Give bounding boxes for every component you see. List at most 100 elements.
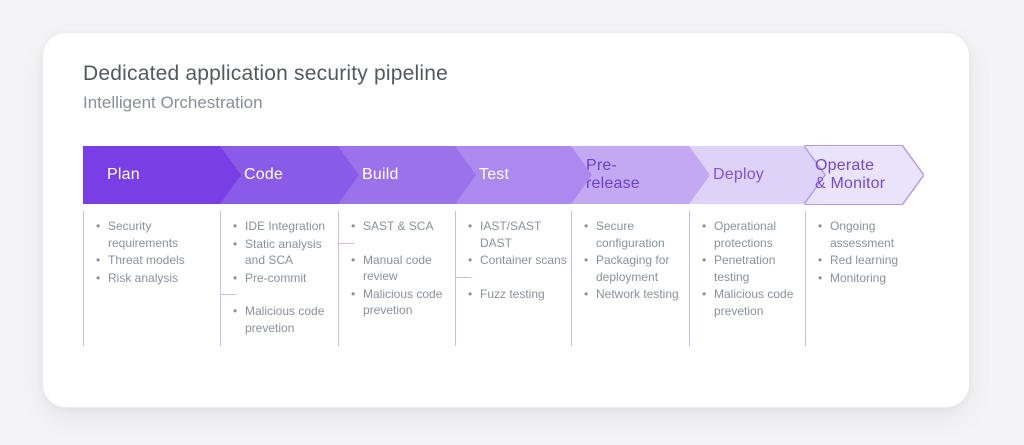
card-content: Dedicated application security pipeline … xyxy=(43,33,969,346)
list-item-label: Security requirements xyxy=(108,219,179,250)
list-item-label: Ongoing assessment xyxy=(830,219,895,250)
list-item: • Manual code review xyxy=(351,252,451,285)
stage-label-plan: Plan xyxy=(107,166,140,184)
list-item-label: Manual code review xyxy=(363,252,432,284)
list-item-label: Secure configuration xyxy=(596,219,665,250)
bullet-dot: • xyxy=(351,252,356,267)
stage-items-column-build: • SAST & SCA • Manual code review • Malicious… xyxy=(338,211,455,346)
list-item: • Network testing xyxy=(584,286,685,303)
list-item-label: Malicious code prevetion xyxy=(363,286,443,318)
stage-items-column-plan: • Security requirements • Threat models •Ris… xyxy=(83,211,220,346)
bullet-dot: • xyxy=(584,219,589,233)
list-item-label: Container scans xyxy=(480,253,567,267)
list-item: • Threat models xyxy=(96,252,216,269)
page-title: Dedicated application security pipeline xyxy=(83,62,449,85)
bullet-dot: • xyxy=(818,253,823,267)
list-item-label: Penetration testing xyxy=(714,253,776,284)
bullet-dot: • xyxy=(702,287,707,301)
stage-chevron-shape xyxy=(455,146,592,204)
list-item-label: Pre-commit xyxy=(245,270,307,285)
bullet-dot: • xyxy=(233,236,238,251)
bullet-dot: • xyxy=(468,286,473,301)
stage-items-column-test: • IAST/SAST DAST • Container scans • Fuzz tes… xyxy=(455,211,571,346)
group-divider xyxy=(456,276,471,278)
list-item: •Operational protections xyxy=(702,218,801,251)
list-item: • Container scans xyxy=(468,252,567,269)
list-item-label: Fuzz testing xyxy=(480,286,545,301)
list-item: • Packaging for deployment xyxy=(584,252,685,285)
list-item-label: Malicious code prevetion xyxy=(245,304,325,335)
bullet-dot: • xyxy=(818,219,823,233)
list-item-label: Network testing xyxy=(596,287,679,301)
stage-code: Code xyxy=(220,146,359,204)
bullet-dot: • xyxy=(96,270,101,285)
list-item-label: SAST & SCA xyxy=(363,219,434,233)
stage-operate-monitor: Operate & Monitor xyxy=(805,146,923,204)
stage-plan: Plan xyxy=(83,146,241,204)
stage-test: Test xyxy=(455,146,592,204)
stage-chevron-shape xyxy=(689,146,826,204)
bullet-dot: • xyxy=(584,253,589,267)
list-item-label: Malicious code prevetion xyxy=(714,287,794,318)
list-item: • SAST & SCA xyxy=(351,218,451,235)
bullet-dot: • xyxy=(351,219,356,233)
list-item: • Monitoring xyxy=(818,270,919,287)
pipeline-card: Dedicated application security pipeline … xyxy=(42,32,970,408)
stage-items-column-operate-monitor: • Ongoing assessment • Red learning • Monitor… xyxy=(805,211,923,346)
stage-label-operate-monitor: Operate & Monitor xyxy=(815,157,886,192)
stage-deploy: Deploy xyxy=(689,146,826,204)
list-item-label: Monitoring xyxy=(830,270,887,285)
stage-label-pre-release: Pre- release xyxy=(586,157,640,192)
list-item: •IDE Integration xyxy=(233,218,334,235)
stage-chevron-fill xyxy=(689,146,826,204)
stage-chevron-fill xyxy=(571,146,710,204)
bullet-dot: • xyxy=(96,253,101,267)
bullet-dot: • xyxy=(233,270,238,285)
group-divider xyxy=(221,294,236,295)
list-item: • Static analysis and SCA xyxy=(233,236,334,269)
list-item-label: Packaging for deployment xyxy=(596,253,670,284)
stage-label-deploy: Deploy xyxy=(713,166,765,184)
stage-chevron-shape xyxy=(83,146,241,204)
stage-chevron-fill xyxy=(220,146,359,204)
bullet-dot: • xyxy=(96,219,101,233)
pipeline-columns: • Security requirements • Threat models •Ris… xyxy=(83,211,923,346)
list-item-label: IDE Integration xyxy=(245,219,326,233)
list-item: • Ongoing assessment xyxy=(818,218,919,251)
bullet-dot: • xyxy=(468,219,473,233)
list-item: • Malicious code prevetion xyxy=(702,286,801,319)
stage-chevron-shape xyxy=(805,146,923,204)
list-item-label: Operational protections xyxy=(714,219,777,250)
list-item-label: IAST/SAST DAST xyxy=(480,219,542,250)
stage-pre-release: Pre- release xyxy=(571,146,710,204)
stage-items-column-pre-release: • Secure configuration • Packaging for depl… xyxy=(571,211,689,346)
list-item-label: Static analysis and SCA xyxy=(245,236,322,268)
list-item: •Risk analysis xyxy=(96,270,216,287)
stage-label-code: Code xyxy=(244,166,284,184)
bullet-dot: • xyxy=(584,287,589,301)
stage-chevron-shape xyxy=(338,146,476,204)
list-item: • Security requirements xyxy=(96,218,216,251)
stage-chevron-fill xyxy=(83,146,241,204)
stage-items-column-code: •IDE Integration•Static analysis and SCA… xyxy=(220,211,338,346)
bullet-dot: • xyxy=(702,253,707,267)
pipeline-chevrons: Plan Code Build Test Pre- release Deploy Opera… xyxy=(83,146,923,204)
bullet-dot: • xyxy=(818,270,823,285)
bullet-dot: • xyxy=(351,286,356,301)
page-subtitle: Intelligent Orchestration xyxy=(83,93,263,112)
list-item-label: Red learning xyxy=(830,253,899,267)
stage-items-column-deploy: •Operational protections•Penetration tes… xyxy=(689,211,805,346)
stage-label-test: Test xyxy=(479,166,510,184)
list-item: • Penetration testing xyxy=(702,252,801,285)
stage-build: Build xyxy=(338,146,476,204)
stage-chevron-fill xyxy=(338,146,476,204)
bullet-dot: • xyxy=(233,304,238,318)
stage-chevron-fill xyxy=(455,146,592,204)
list-item: • Malicious code prevetion xyxy=(351,286,451,319)
list-item-label: Threat models xyxy=(108,253,185,267)
bullet-dot: • xyxy=(468,253,473,267)
group-divider xyxy=(339,242,354,244)
stage-chevron-shape xyxy=(571,146,710,204)
stage-label-build: Build xyxy=(362,166,399,184)
